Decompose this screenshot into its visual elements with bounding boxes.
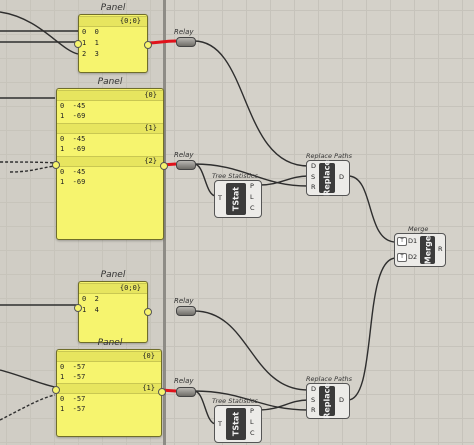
tree-statistics-1[interactable]: T TStat P L C bbox=[214, 180, 262, 218]
panel-1-row-1: 1 1 bbox=[82, 39, 99, 47]
tstat-2-output-l[interactable]: L bbox=[250, 418, 254, 426]
panel-2-row: 1 -69 bbox=[60, 178, 86, 186]
replace-paths-2[interactable]: D S R Replace D bbox=[306, 383, 350, 419]
wire-in-5 bbox=[0, 161, 56, 164]
panel-3-input-grip[interactable] bbox=[74, 304, 82, 312]
panel-1-row-0: 0 0 bbox=[82, 28, 99, 36]
merge-core: Merge bbox=[420, 236, 435, 264]
wire-in-9 bbox=[0, 394, 56, 421]
wire-in-8 bbox=[0, 369, 56, 388]
relay-1[interactable] bbox=[176, 37, 196, 47]
relay-3-label: Relay bbox=[174, 297, 194, 305]
panel-2-input-grip[interactable] bbox=[52, 161, 60, 169]
wire-replace1-merge bbox=[347, 175, 397, 243]
replace-1-input-d[interactable]: D bbox=[311, 162, 317, 170]
wire-relay4-tstat2 bbox=[193, 390, 217, 425]
tstat-1-output-c[interactable]: C bbox=[250, 204, 255, 212]
panel-4-branch-0: {0} bbox=[57, 351, 161, 362]
replace-1-core: Replace bbox=[319, 160, 335, 196]
wire-replace2-merge bbox=[347, 257, 397, 401]
tstat-1-output-l[interactable]: L bbox=[250, 193, 254, 201]
tstat-1-input-t[interactable]: T bbox=[218, 194, 222, 202]
replace-2-input-s[interactable]: S bbox=[311, 396, 316, 404]
merge-input-d1[interactable]: D1 bbox=[408, 237, 418, 245]
replace-2-label: Replace Paths bbox=[306, 375, 353, 383]
wire-relay3-replace2 bbox=[193, 310, 309, 391]
replace-2-input-d[interactable]: D bbox=[311, 385, 317, 393]
merge-component[interactable]: T D1 T D2 Merge R bbox=[394, 233, 446, 267]
panel-4-row: 0 -57 bbox=[60, 363, 86, 371]
replace-1-output-d[interactable]: D bbox=[339, 173, 345, 181]
panel-2-branch-1: {1} bbox=[57, 123, 163, 134]
relay-3[interactable] bbox=[176, 306, 196, 316]
panel-2-row: 1 -69 bbox=[60, 145, 86, 153]
panel-2-row: 1 -69 bbox=[60, 112, 86, 120]
wire-relay1-replace1 bbox=[193, 40, 309, 167]
canvas-divider bbox=[163, 0, 166, 445]
relay-2[interactable] bbox=[176, 160, 196, 170]
tstat-2-output-c[interactable]: C bbox=[250, 429, 255, 437]
panel-4-row: 0 -57 bbox=[60, 395, 86, 403]
panel-1-row-2: 2 3 bbox=[82, 50, 99, 58]
panel-3-branch-0: {0;0} bbox=[79, 283, 147, 294]
replace-2-output-d[interactable]: D bbox=[339, 396, 345, 404]
wire-in-3 bbox=[0, 11, 79, 55]
panel-3-row-0: 0 2 bbox=[82, 295, 99, 303]
tstat-2-core: TStat bbox=[226, 408, 246, 440]
panel-4-row: 1 -57 bbox=[60, 405, 86, 413]
replace-2-core: Replace bbox=[319, 383, 335, 419]
panel-4-branch-1: {1} bbox=[57, 383, 161, 394]
relay-1-label: Relay bbox=[174, 28, 194, 36]
tree-statistics-2[interactable]: T TStat P L C bbox=[214, 405, 262, 443]
tstat-1-core: TStat bbox=[226, 183, 246, 215]
panel-1-output-grip[interactable] bbox=[144, 41, 152, 49]
relay-4[interactable] bbox=[176, 387, 196, 397]
panel-2-branch-2: {2} bbox=[57, 156, 163, 167]
replace-1-input-r[interactable]: R bbox=[311, 183, 316, 191]
tstat-2-label: Tree Statistics bbox=[212, 397, 258, 405]
merge-d1-flag-icon: T bbox=[397, 237, 407, 246]
merge-output-r[interactable]: R bbox=[438, 245, 443, 253]
panel-1-title: Panel bbox=[100, 3, 126, 13]
panel-1-branch-0: {0;0} bbox=[79, 16, 147, 27]
wire-tstat2-replace2-s bbox=[259, 399, 309, 411]
tstat-1-output-p[interactable]: P bbox=[250, 182, 254, 190]
panel-2-row: 0 -45 bbox=[60, 135, 86, 143]
panel-3-title: Panel bbox=[100, 270, 126, 280]
tstat-2-input-t[interactable]: T bbox=[218, 420, 222, 428]
relay-2-label: Relay bbox=[174, 151, 194, 159]
wire-tstat1-replace1-s bbox=[259, 175, 309, 186]
panel-3[interactable]: {0;0} 0 2 1 4 bbox=[74, 281, 152, 343]
panel-1[interactable]: {0;0} 0 0 1 1 2 3 bbox=[74, 14, 152, 73]
panel-2[interactable]: {0} 0 -45 1 -69 {1} 0 -45 1 -69 {2} 0 -4… bbox=[52, 88, 168, 240]
panel-4[interactable]: {0} 0 -57 1 -57 {1} 0 -57 1 -57 bbox=[52, 349, 166, 437]
merge-d2-flag-icon: T bbox=[397, 253, 407, 262]
panel-2-title: Panel bbox=[97, 77, 123, 87]
panel-3-row-1: 1 4 bbox=[82, 306, 99, 314]
panel-2-output-grip[interactable] bbox=[160, 162, 168, 170]
merge-input-d2[interactable]: D2 bbox=[408, 253, 418, 261]
relay-4-label: Relay bbox=[174, 377, 194, 385]
panel-3-output-grip[interactable] bbox=[144, 308, 152, 316]
tstat-1-label: Tree Statistics bbox=[212, 172, 258, 180]
panel-4-input-grip[interactable] bbox=[52, 386, 60, 394]
panel-2-row: 0 -45 bbox=[60, 102, 86, 110]
wire-in-6 bbox=[9, 165, 56, 173]
panel-4-row: 1 -57 bbox=[60, 373, 86, 381]
replace-1-input-s[interactable]: S bbox=[311, 173, 316, 181]
panel-1-input-grip[interactable] bbox=[74, 40, 82, 48]
panel-4-title: Panel bbox=[97, 338, 123, 348]
wire-relay2-tstat1 bbox=[193, 163, 217, 197]
merge-label: Merge bbox=[408, 225, 429, 233]
panel-2-row: 0 -45 bbox=[60, 168, 86, 176]
panel-2-branch-0: {0} bbox=[57, 90, 163, 101]
panel-4-output-grip[interactable] bbox=[158, 388, 166, 396]
tstat-2-output-p[interactable]: P bbox=[250, 407, 254, 415]
replace-1-label: Replace Paths bbox=[306, 152, 353, 160]
replace-2-input-r[interactable]: R bbox=[311, 406, 316, 414]
wire-relay4-replace2-r bbox=[193, 390, 309, 411]
wire-relay2-replace1-r bbox=[193, 163, 309, 187]
replace-paths-1[interactable]: D S R Replace D bbox=[306, 160, 350, 196]
